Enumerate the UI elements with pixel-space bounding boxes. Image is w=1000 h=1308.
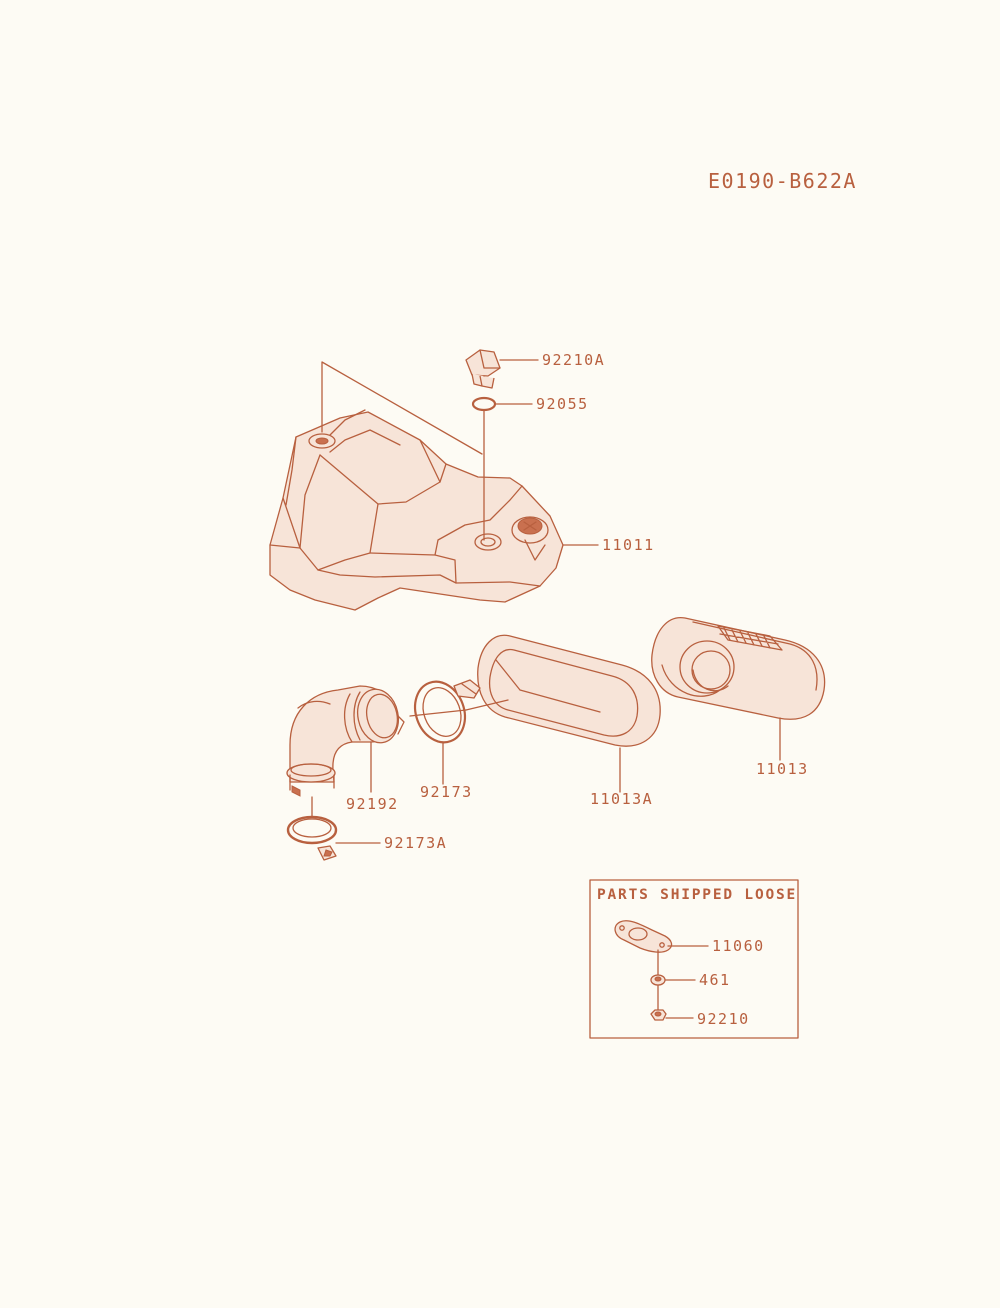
part-label-92055: 92055 (536, 395, 589, 413)
pre-cleaner-11013a[interactable] (477, 634, 661, 747)
clamp-92173a[interactable] (286, 815, 338, 861)
air-filter-element-11013[interactable] (651, 617, 826, 720)
part-label-11011: 11011 (602, 536, 655, 554)
part-label-92192: 92192 (346, 795, 399, 813)
box-title: PARTS SHIPPED LOOSE (597, 887, 797, 903)
part-label-11013: 11013 (756, 760, 809, 778)
part-label-92173a: 92173A (384, 834, 447, 852)
washer-461[interactable] (650, 974, 666, 986)
diagram-code: E0190-B622A (708, 169, 857, 193)
part-label-461: 461 (699, 971, 731, 989)
gasket-11060[interactable] (614, 920, 673, 953)
nut-92210[interactable] (650, 1009, 667, 1021)
parts-shipped-loose-box: PARTS SHIPPED LOOSE 11060 461 92210 (589, 879, 799, 1039)
part-label-11013a: 11013A (590, 790, 653, 808)
reference-line (321, 361, 483, 455)
air-cleaner-cover[interactable] (269, 409, 564, 611)
o-ring-92055[interactable] (471, 396, 497, 412)
clamp-92173[interactable] (407, 675, 481, 750)
elbow-hose-92192[interactable] (286, 685, 405, 797)
part-label-92210a: 92210A (542, 351, 605, 369)
part-label-92210: 92210 (697, 1010, 750, 1028)
reference-line-2 (465, 699, 509, 711)
knob-92210a[interactable] (465, 349, 501, 389)
part-label-92173: 92173 (420, 783, 473, 801)
part-label-11060: 11060 (712, 937, 765, 955)
